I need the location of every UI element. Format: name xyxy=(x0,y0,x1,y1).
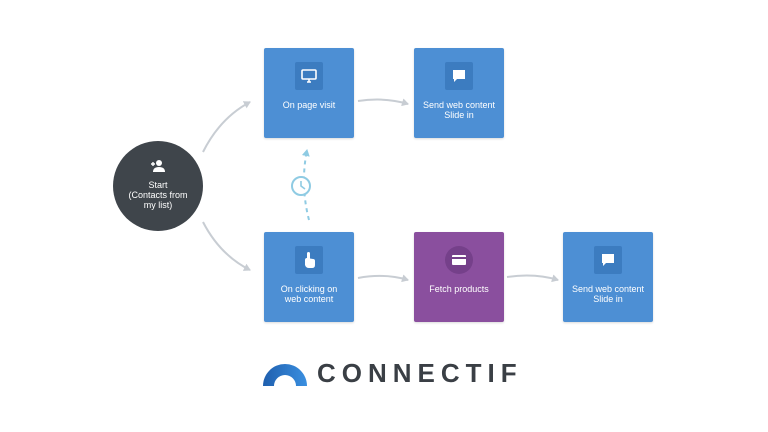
monitor-icon xyxy=(295,62,323,90)
add-user-icon xyxy=(149,159,167,178)
connectif-logo: CONNECTIF xyxy=(263,358,523,389)
card-icon xyxy=(445,246,473,274)
node-send-web-content-top[interactable]: Send web content Slide in xyxy=(414,48,504,138)
node-on-page-visit[interactable]: On page visit xyxy=(264,48,354,138)
edge-page-visit-to-send xyxy=(357,98,409,107)
node-label: On page visit xyxy=(282,100,336,110)
edge-start-to-clicking xyxy=(202,221,251,271)
chat-bubble-icon xyxy=(594,246,622,274)
node-label: Send web content Slide in xyxy=(571,284,645,304)
start-label: Start (Contacts from my list) xyxy=(128,180,188,210)
chat-bubble-icon xyxy=(445,62,473,90)
node-send-web-content-bottom[interactable]: Send web content Slide in xyxy=(563,232,653,322)
clock-icon xyxy=(291,176,311,196)
pointer-hand-icon xyxy=(295,246,323,274)
node-label: Send web content Slide in xyxy=(422,100,496,120)
connectif-logo-mark xyxy=(263,363,307,386)
brand-name: CONNECTIF xyxy=(317,358,523,388)
edge-clicking-to-fetch xyxy=(357,274,409,283)
edge-start-to-page-visit xyxy=(202,101,251,153)
node-on-clicking-web-content[interactable]: On clicking on web content xyxy=(264,232,354,322)
node-fetch-products[interactable]: Fetch products xyxy=(414,232,504,322)
node-label: On clicking on web content xyxy=(280,284,338,304)
node-label: Fetch products xyxy=(429,284,489,294)
start-node[interactable]: Start (Contacts from my list) xyxy=(113,141,203,231)
edge-fetch-to-send xyxy=(506,274,559,283)
